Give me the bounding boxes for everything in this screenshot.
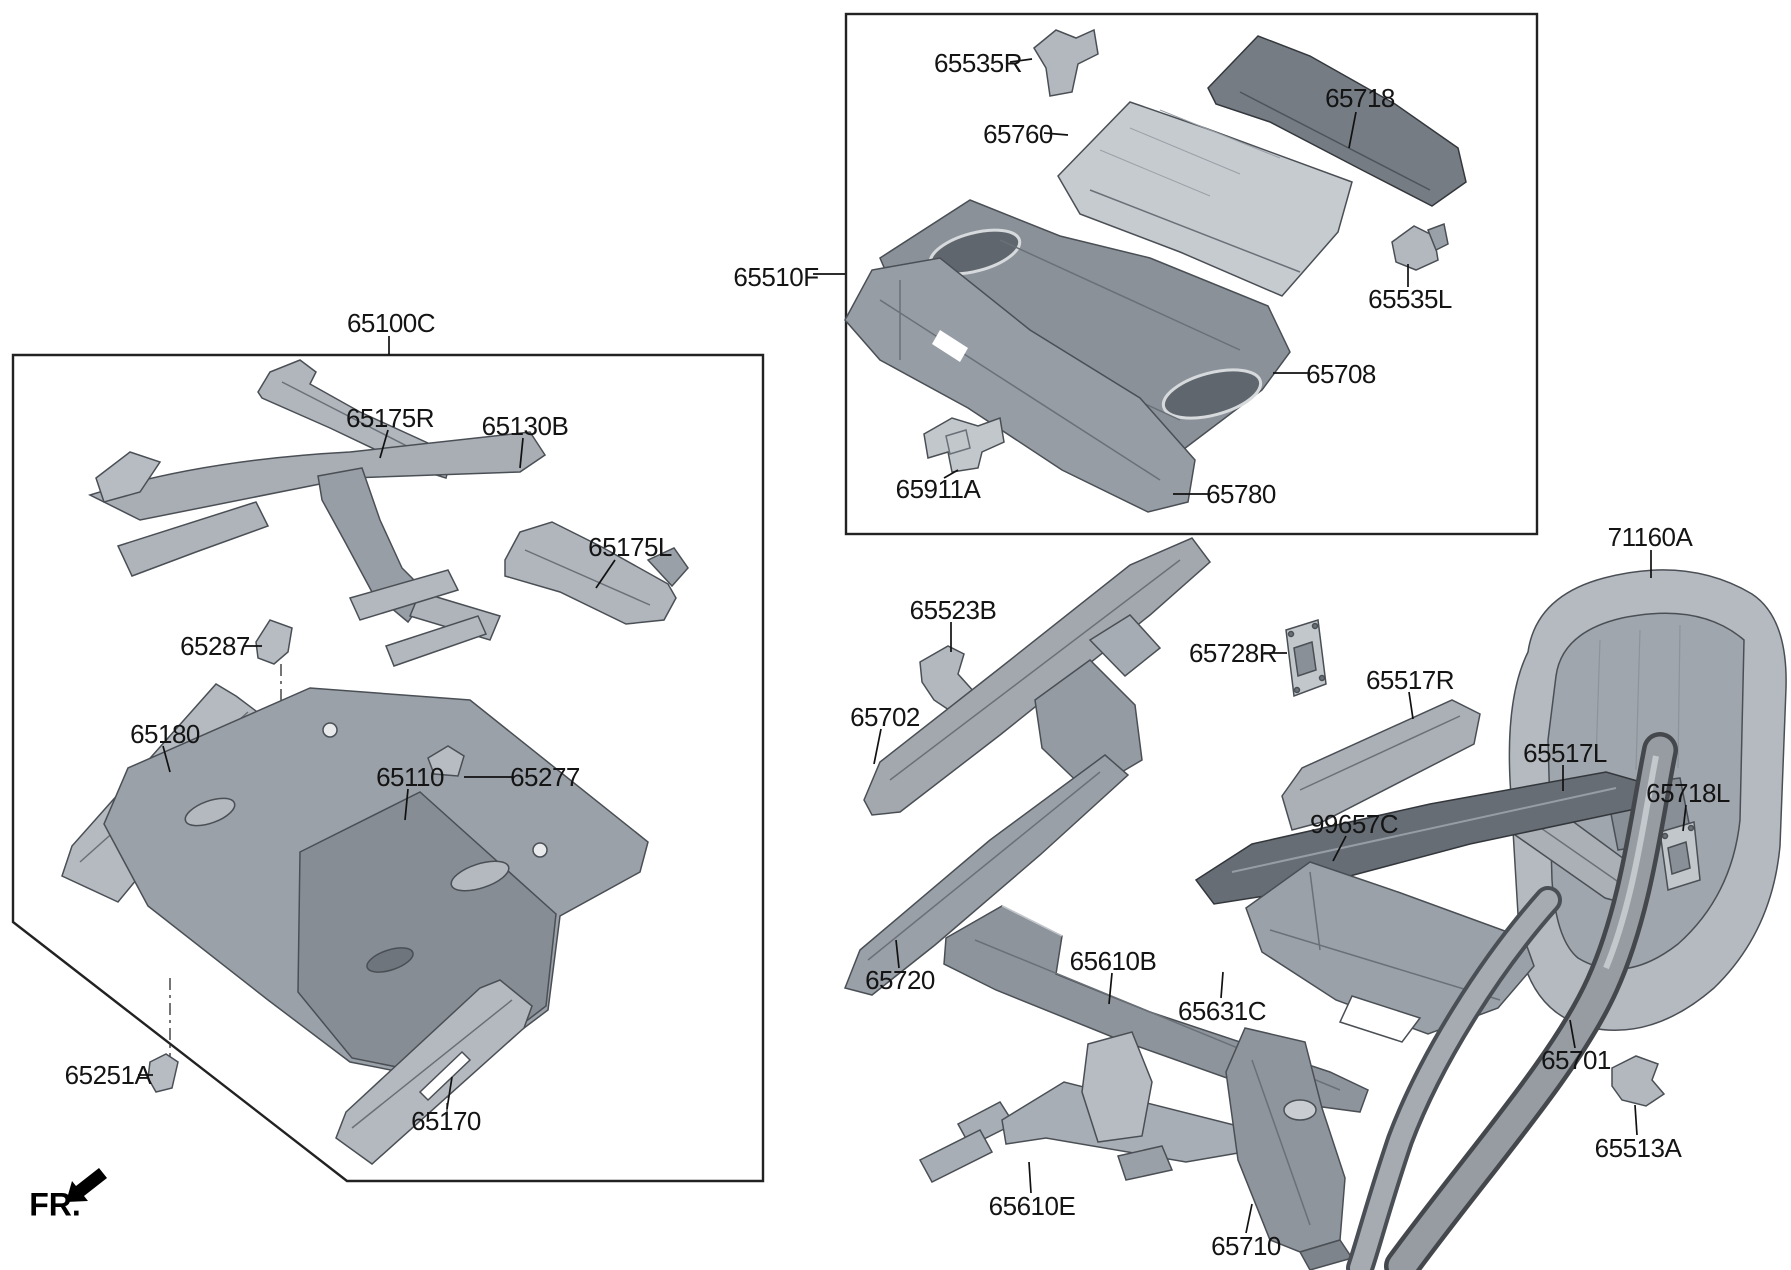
part-65710-rear-pillar-panel [1225,1027,1354,1270]
part-label-65510F: 65510F [733,262,819,292]
leader-65175R [379,429,389,459]
leader-65110 [404,788,409,821]
leader-65701 [1569,1019,1576,1049]
leader-65180 [162,745,171,773]
part-label-65170: 65170 [411,1106,481,1136]
part-65780-rear-floor-front-panel [844,257,1196,513]
part-label-65517R: 65517R [1365,665,1455,695]
part-label-65130B: 65130B [481,411,569,441]
part-label-65760: 65760 [983,119,1053,149]
part-label-65710: 65710 [1211,1231,1281,1261]
leader-65517R [1408,691,1414,720]
leader-99657C [1332,835,1347,862]
part-label-65175L: 65175L [588,532,672,562]
part-label-65708: 65708 [1306,359,1376,389]
part-label-65287: 65287 [180,631,250,661]
part-label-65535R: 65535R [933,48,1023,78]
part-label-65718: 65718 [1325,83,1395,113]
leader-65513A [1634,1104,1638,1136]
leader-65535R [1009,58,1033,63]
part-65513a-bracket [1611,1055,1666,1107]
part-label-65523B: 65523B [909,595,997,625]
part-label-65720: 65720 [865,965,935,995]
part-65251a-bracket [147,1053,179,1093]
leader-65911A [943,469,959,479]
part-65728r-mounting-plate [1285,619,1327,698]
fr-direction-arrow-icon [66,1168,107,1202]
part-label-65718L: 65718L [1646,778,1730,808]
part-label-65277: 65277 [510,762,580,792]
leader-65631C [1220,971,1224,999]
leader-65760 [1043,132,1069,136]
leader-65130B [519,437,524,469]
leader-65718 [1348,111,1357,149]
part-65170-side-member [335,979,533,1165]
part-label-65110: 65110 [376,762,444,792]
part-label-99657C: 99657C [1309,809,1399,839]
leader-65610B [1108,972,1113,1005]
part-label-65631C: 65631C [1177,996,1267,1026]
part-65535l-bracket [1391,222,1449,271]
leader-65718L [1682,804,1687,832]
part-65277-bracket [427,745,465,777]
part-inner-quarter-rail [1346,886,1562,1270]
part-label-65100C: 65100C [346,308,436,338]
leader-65702 [873,728,882,765]
fr-direction-label: FR. [29,1186,81,1223]
part-label-65175R: 65175R [345,403,435,433]
part-label-65180: 65180 [130,719,200,749]
left-group-box-65100C [11,353,765,1183]
leader-65720 [895,939,900,969]
part-65287-bracket [255,619,293,665]
part-65720-side-member-front [843,754,1130,996]
part-label-65610B: 65610B [1069,946,1157,976]
leader-65710 [1245,1203,1253,1234]
part-65517r-support-bracket [1281,699,1481,831]
part-65702-rear-side-member [863,537,1212,816]
part-65535r-bracket [1033,28,1099,97]
part-label-65702: 65702 [850,702,920,732]
part-label-71160A: 71160A [1607,522,1693,552]
part-label-65251A: 65251A [64,1060,152,1090]
part-label-65610E: 65610E [988,1191,1076,1221]
right-group-box-65510F [844,12,1539,536]
part-label-65911A: 65911A [895,474,981,504]
part-label-65728R: 65728R [1188,638,1278,668]
part-label-65535L: 65535L [1368,284,1452,314]
part-65175l-front-seat-crossmember [504,521,689,625]
part-65701-rear-side-member-rear [1384,732,1678,1270]
part-65760-rear-floor-extension [1057,101,1353,297]
part-65718l-mounting-plate [1659,821,1701,891]
leader-65610E [1028,1161,1032,1194]
part-65130b-center-floor-crossmember [88,431,547,667]
part-label-65780: 65780 [1206,479,1276,509]
part-label-65517L: 65517L [1523,738,1607,768]
part-65718-rear-floor-rear-crossmember [1207,35,1467,207]
part-65610e-support-bracket-assembly [918,1031,1245,1183]
part-label-65513A: 65513A [1594,1133,1682,1163]
leader-65170 [446,1076,453,1110]
part-65911a-bracket [923,416,1005,473]
leader-65175L [595,559,616,589]
part-label-65701: 65701 [1541,1045,1611,1075]
